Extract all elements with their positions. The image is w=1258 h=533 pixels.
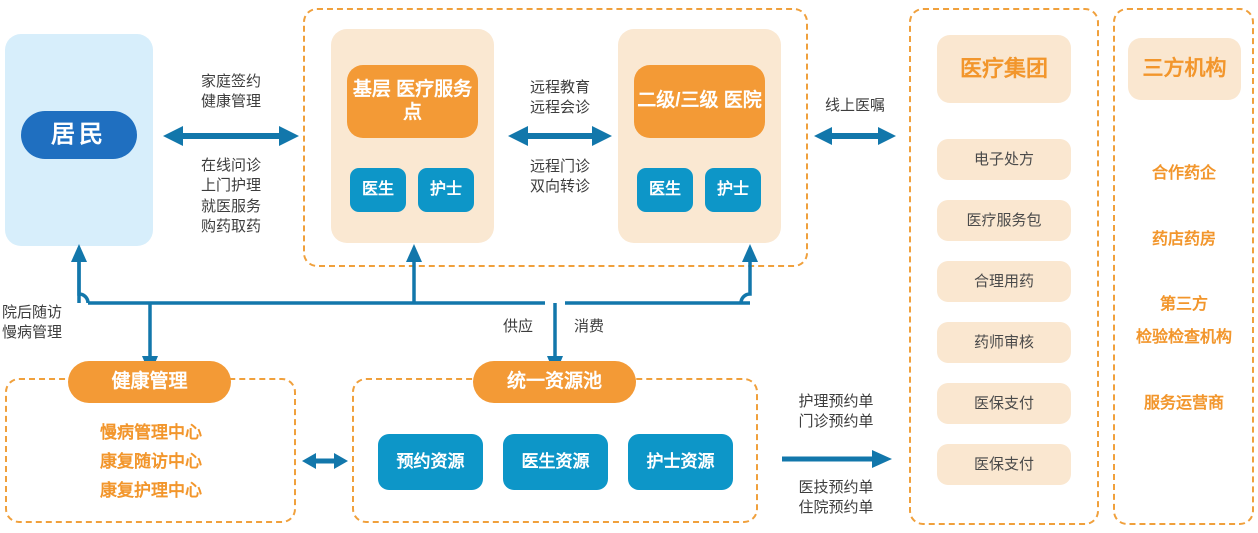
resource-pool-item-doctor[interactable]: 医生资源 [503, 434, 608, 490]
hospital-role-doctor[interactable]: 医生 [637, 168, 693, 212]
medical-group-item[interactable]: 医疗服务包 [937, 200, 1071, 241]
primary-care-role-nurse[interactable]: 护士 [418, 168, 474, 212]
resident-arrow-bottom-label: 在线问诊 上门护理 就医服务 购药取药 [200, 157, 261, 235]
remote-services-top-label: 远程教育 远程会诊 [529, 79, 590, 117]
medical-group-item[interactable]: 合理用药 [937, 261, 1071, 302]
hospital-role-nurse[interactable]: 护士 [705, 168, 761, 212]
medical-group-item[interactable]: 电子处方 [937, 139, 1071, 180]
double-arrow-horizontal-icon [163, 124, 299, 148]
medical-group-item[interactable]: 医保支付 [937, 383, 1071, 424]
health-management-title[interactable]: 健康管理 [68, 361, 231, 403]
third-party-items: 合作药企 药店药房 第三方 检验检查机构 服务运营商 [1135, 165, 1232, 412]
resource-pool-item-appointment[interactable]: 预约资源 [378, 434, 483, 490]
resource-pool-item-nurse[interactable]: 护士资源 [628, 434, 733, 490]
remote-services-bottom-label: 远程门诊 双向转诊 [529, 158, 590, 196]
resource-pool-title[interactable]: 统一资源池 [473, 361, 636, 403]
resident-arrow-top-label: 家庭签约 健康管理 [200, 73, 261, 111]
health-management-items: 慢病管理中心 康复随访中心 康复护理中心 [100, 423, 202, 501]
arrow-up-resident [71, 244, 87, 262]
medical-group-item[interactable]: 医保支付 [937, 444, 1071, 485]
double-arrow-horizontal-icon [508, 124, 612, 148]
resident-badge[interactable]: 居民 [21, 111, 137, 159]
online-order-label: 线上医嘱 [824, 97, 885, 114]
consume-label: 消费 [573, 318, 604, 335]
double-arrow-horizontal-icon [814, 124, 896, 148]
connector-bus [0, 230, 820, 390]
medical-group-container [909, 8, 1099, 525]
medical-group-title[interactable]: 医疗集团 [937, 35, 1071, 103]
orders-top-label: 护理预约单 门诊预约单 [798, 393, 874, 431]
orders-bottom-label: 医技预约单 住院预约单 [798, 479, 874, 517]
supply-label: 供应 [502, 318, 533, 335]
arrow-right-icon [782, 448, 892, 470]
medical-services-container [303, 8, 808, 267]
arrow-up-hospital [742, 244, 758, 262]
third-party-container [1113, 8, 1254, 525]
medical-group-item[interactable]: 药师审核 [937, 322, 1071, 363]
primary-care-role-doctor[interactable]: 医生 [350, 168, 406, 212]
double-arrow-horizontal-icon [302, 450, 348, 472]
primary-care-title[interactable]: 基层 医疗服务点 [347, 65, 478, 138]
third-party-title[interactable]: 三方机构 [1128, 38, 1241, 100]
follow-up-label: 院后随访 慢病管理 [2, 304, 63, 342]
arrow-up-primary-care [406, 244, 422, 262]
hospital-title[interactable]: 二级/三级 医院 [634, 65, 765, 138]
